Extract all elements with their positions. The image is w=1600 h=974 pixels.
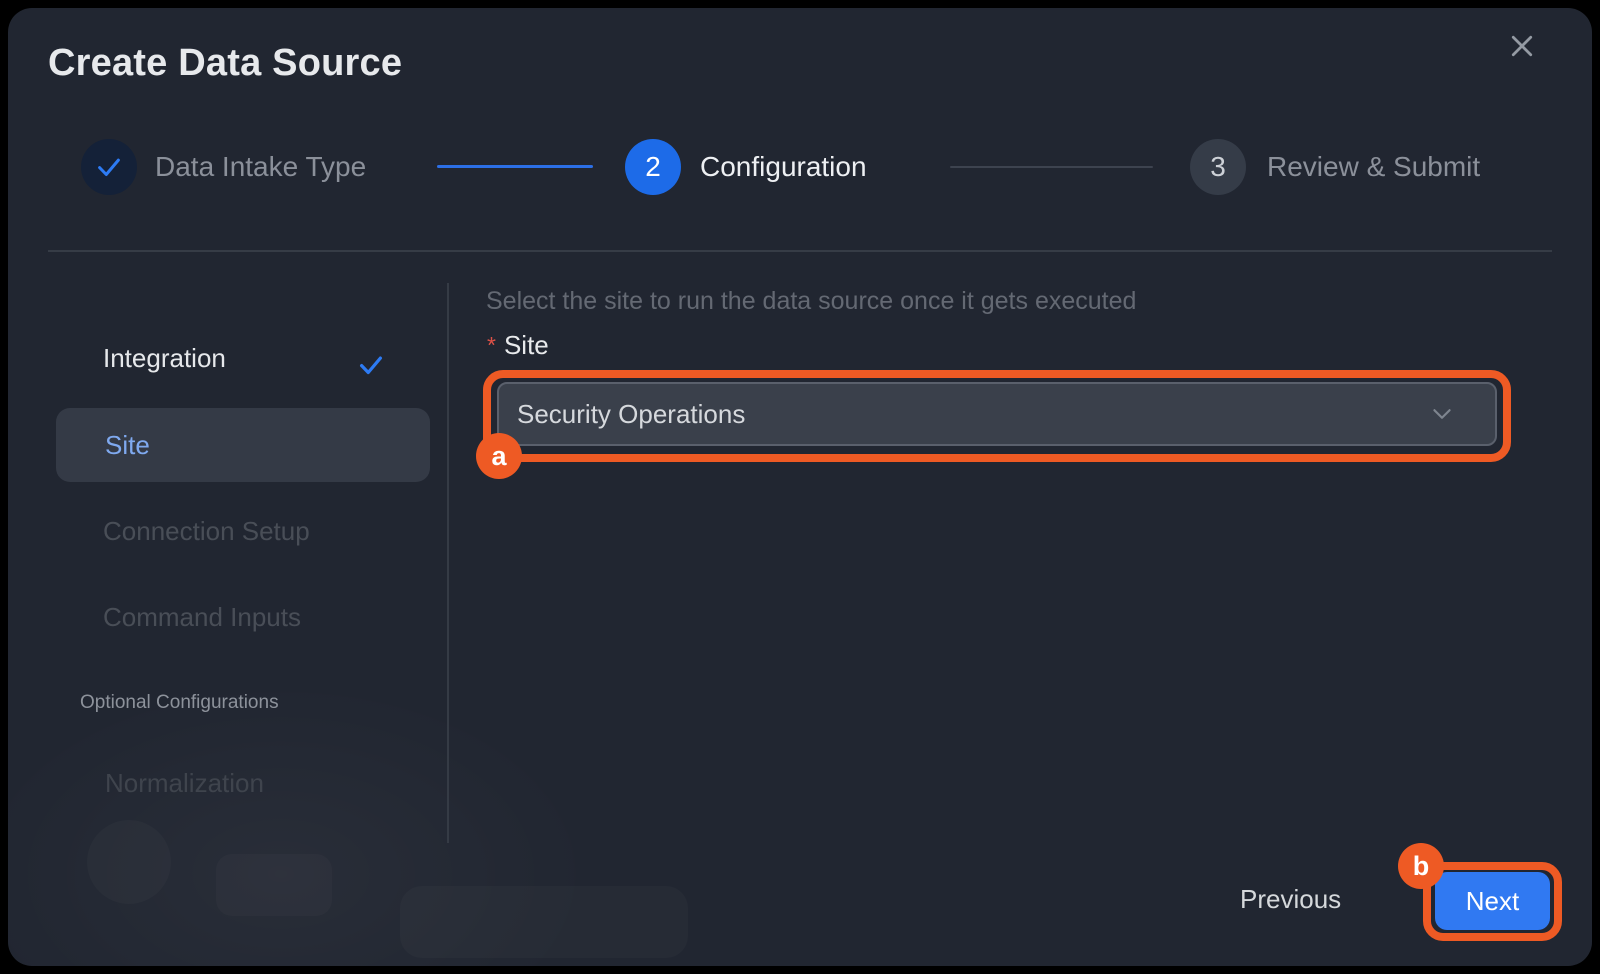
check-icon: [356, 343, 386, 399]
sidebar-item-integration-label: Integration: [103, 343, 226, 373]
page-title: Create Data Source: [48, 42, 403, 84]
sidebar-item-command-inputs[interactable]: Command Inputs: [103, 589, 301, 645]
sidebar-item-site-label: Site: [105, 430, 150, 460]
close-button[interactable]: [1500, 24, 1544, 68]
site-field-label-row: * Site: [487, 324, 549, 366]
step-2-number-circle[interactable]: 2: [625, 139, 681, 195]
background-artifact: [216, 854, 332, 916]
sidebar-divider: [447, 283, 449, 843]
step-3-number-circle[interactable]: 3: [1190, 139, 1246, 195]
sidebar-item-connection-setup[interactable]: Connection Setup: [103, 503, 310, 559]
previous-button[interactable]: Previous: [1240, 870, 1341, 928]
sidebar-item-normalization[interactable]: Normalization: [105, 755, 264, 811]
next-button[interactable]: Next: [1435, 872, 1550, 930]
step-connector-completed: [437, 165, 593, 168]
background-artifact: [400, 886, 688, 958]
sidebar-item-connection-setup-label: Connection Setup: [103, 516, 310, 546]
sidebar-item-integration[interactable]: Integration: [103, 330, 382, 386]
close-icon: [1511, 35, 1533, 57]
step-1-completed-circle[interactable]: [81, 139, 137, 195]
check-icon: [98, 158, 120, 176]
step-2-label: Configuration: [700, 151, 867, 182]
sidebar-item-normalization-label: Normalization: [105, 768, 264, 798]
step-1-label: Data Intake Type: [155, 151, 367, 182]
sidebar-item-site[interactable]: Site: [56, 408, 430, 482]
step-3-label: Review & Submit: [1267, 151, 1481, 182]
chevron-down-icon: [1429, 401, 1455, 432]
optional-configurations-section-label: Optional Configurations: [80, 692, 279, 713]
background-artifact: [87, 820, 171, 904]
required-asterisk: *: [487, 332, 496, 358]
sidebar-item-command-inputs-label: Command Inputs: [103, 602, 301, 632]
site-field-label: Site: [503, 330, 549, 360]
site-dropdown[interactable]: Security Operations: [497, 382, 1497, 446]
create-data-source-modal: Create Data Source Data Intake Type 2 Co…: [8, 8, 1592, 966]
step-connector-upcoming: [950, 166, 1153, 168]
site-step-description: Select the site to run the data source o…: [486, 287, 1137, 315]
header-divider: [48, 250, 1552, 252]
site-dropdown-selected-value: Security Operations: [517, 399, 746, 429]
